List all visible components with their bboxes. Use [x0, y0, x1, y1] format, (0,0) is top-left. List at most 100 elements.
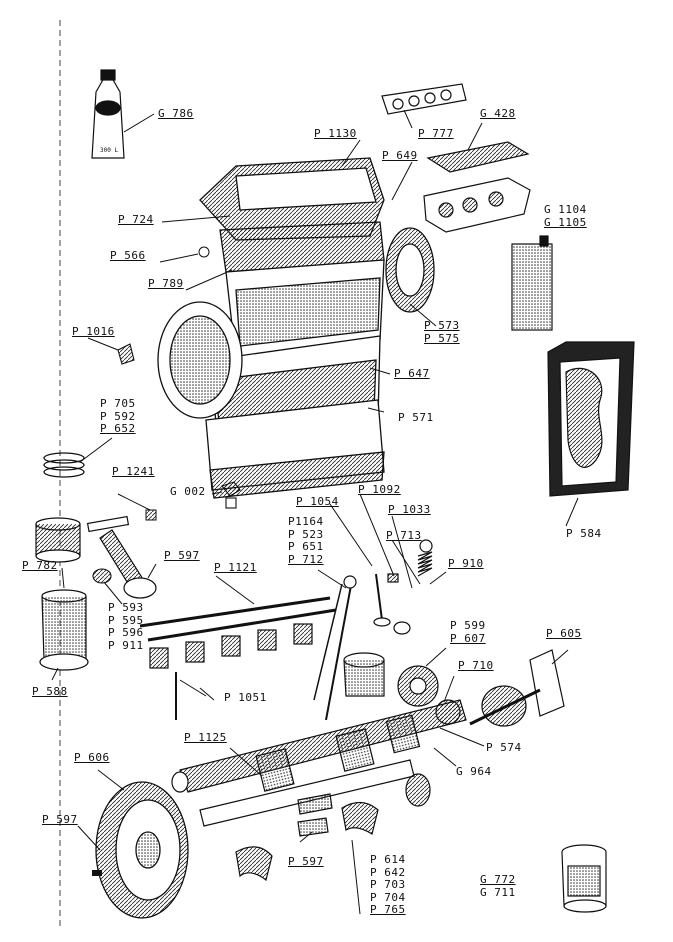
label-g711: G 711 [480, 885, 516, 899]
label-p652: P 652 [100, 422, 136, 435]
leader-p571 [367, 407, 385, 413]
leader-p1051 [199, 687, 215, 701]
leader-p597b [77, 825, 101, 851]
label-p1164: P1164 [288, 515, 324, 528]
label-p588: P 588 [32, 685, 68, 698]
label-p1033: P 1033 [388, 503, 431, 516]
label-p1164-group: P1164 P 523 P 651 P 712 [288, 515, 324, 566]
leader-p1121 [215, 575, 255, 605]
label-p606: P 606 [74, 751, 110, 764]
label-p599: P 599 [450, 619, 486, 632]
piston-2 [343, 652, 385, 697]
label-g428: G 428 [480, 107, 516, 120]
leader-p573 [409, 303, 437, 327]
bearing-shells [235, 793, 379, 882]
label-p1054: P 1054 [296, 495, 339, 508]
leader-p597c [299, 831, 313, 843]
label-p1241: P 1241 [112, 465, 155, 478]
gasket-set-box [547, 341, 635, 497]
label-g772-group: G 772 G 711 [480, 873, 516, 899]
leader-p605 [551, 649, 569, 665]
leader-p566 [159, 253, 199, 263]
label-p647: P 647 [394, 367, 430, 380]
label-p765: P 765 [370, 903, 406, 916]
leader-p712 [317, 569, 347, 589]
label-p614: P 614 [370, 853, 406, 866]
label-p523: P 523 [288, 527, 324, 541]
front-pulley [469, 649, 565, 727]
flywheel [95, 781, 189, 919]
label-p703: P 703 [370, 878, 406, 891]
leader-p710 [443, 675, 455, 703]
leader-p713 [391, 539, 421, 585]
valves [313, 573, 411, 721]
leader-g964 [433, 747, 457, 767]
bolt [92, 870, 102, 876]
label-p573: P 573 [424, 319, 460, 332]
leader-p1092 [359, 493, 395, 577]
leader-p652 [79, 437, 113, 463]
label-p710: P 710 [458, 659, 494, 672]
label-g1105: G 1105 [544, 215, 587, 229]
leader-p584 [565, 497, 579, 527]
label-p593-group: P 593 P 595 P 596 P 911 [108, 601, 144, 652]
bush [145, 509, 157, 521]
label-g1104-group: G 1104 G 1105 [544, 203, 587, 229]
leader-p599 [425, 647, 447, 667]
valve-spring [417, 539, 433, 577]
oil-bottle: 300 L [91, 69, 125, 159]
label-p573-group: P 573 P 575 [424, 319, 460, 345]
leader-p782 [61, 567, 65, 589]
label-p705: P 705 [100, 397, 136, 410]
label-p595: P 595 [108, 613, 144, 627]
label-g1104: G 1104 [544, 203, 587, 216]
leader-p593 [103, 581, 123, 605]
label-p597c: P 597 [288, 855, 324, 868]
leader-p1130 [341, 139, 361, 167]
label-p571: P 571 [398, 411, 434, 424]
label-p1125: P 1125 [184, 731, 227, 744]
leader-p606 [97, 769, 125, 791]
label-p584: P 584 [566, 527, 602, 540]
leader-p1033 [391, 515, 413, 589]
label-p605: P 605 [546, 627, 582, 640]
leader-g002 [211, 491, 223, 495]
manifold-gasket [381, 83, 467, 115]
label-p789: P 789 [148, 277, 184, 290]
leader-p588 [51, 667, 59, 681]
exhaust-manifold [423, 177, 531, 233]
label-p599-group: P 599 P 607 [450, 619, 486, 645]
label-p782: P 782 [22, 559, 58, 572]
label-p593: P 593 [108, 601, 144, 614]
connecting-rod [86, 515, 157, 599]
leader-p647 [369, 367, 391, 375]
label-p1092: P 1092 [358, 483, 401, 496]
piston [35, 517, 81, 563]
label-p1051: P 1051 [224, 691, 267, 704]
gasket-plate [426, 141, 530, 173]
label-p607: P 607 [450, 631, 486, 645]
plug [198, 246, 210, 258]
label-p596: P 596 [108, 626, 144, 639]
label-g002: G 002 [170, 485, 206, 498]
rocker-assembly [139, 596, 337, 720]
leader-p649 [391, 161, 413, 201]
leader-p614 [351, 839, 361, 915]
leader-p597a [147, 563, 157, 579]
paint-tin [561, 844, 607, 913]
label-p1016: P 1016 [72, 325, 115, 338]
leader-p1241 [117, 493, 151, 511]
leader-p777 [403, 109, 413, 129]
label-p574: P 574 [486, 741, 522, 754]
label-g772: G 772 [480, 873, 516, 886]
label-p575: P 575 [424, 331, 460, 345]
label-p1130: P 1130 [314, 127, 357, 140]
leader-p910 [429, 571, 447, 585]
label-p614-group: P 614 P 642 P 703 P 704 P 765 [370, 853, 406, 917]
label-p649: P 649 [382, 149, 418, 162]
label-p651: P 651 [288, 540, 324, 553]
label-p642: P 642 [370, 865, 406, 879]
label-g786: G 786 [158, 107, 194, 120]
